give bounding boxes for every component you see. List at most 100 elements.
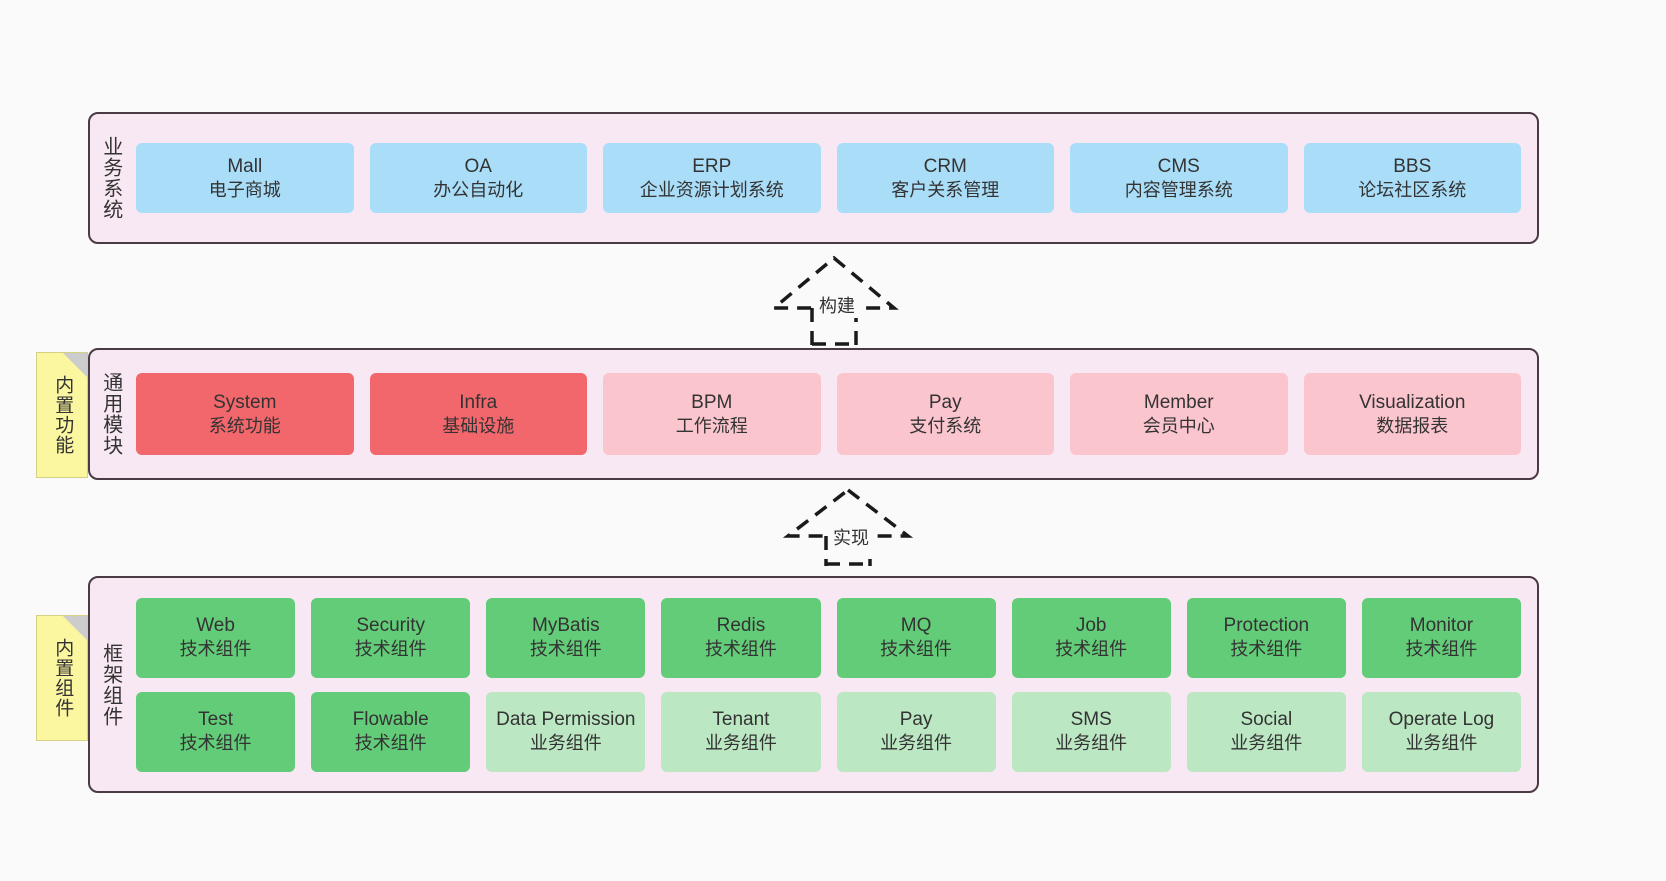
node-subtitle: 技术组件 [880, 639, 953, 660]
node-subtitle: 支付系统 [909, 415, 982, 436]
node-row: Mall 电子商城 OA 办公自动化 ERP 企业资源计划系统 CRM 客户关系… [136, 143, 1521, 213]
node-title: Redis [716, 615, 766, 637]
node-title: SMS [1070, 709, 1112, 731]
node-redis[interactable]: Redis 技术组件 [661, 597, 821, 678]
node-title: BPM [691, 391, 733, 413]
node-visualization[interactable]: Visualization 数据报表 [1303, 373, 1521, 455]
node-web[interactable]: Web 技术组件 [136, 597, 296, 678]
node-subtitle: 技术组件 [529, 639, 602, 660]
node-subtitle: 工作流程 [675, 415, 748, 436]
node-cms[interactable]: CMS 内容管理系统 [1070, 143, 1288, 213]
layer-title-framework: 框架组件 [99, 642, 122, 727]
node-subtitle: 业务组件 [880, 733, 953, 754]
connector-label-implement: 实现 [830, 524, 872, 550]
node-subtitle: 技术组件 [354, 733, 427, 754]
node-mall[interactable]: Mall 电子商城 [136, 143, 354, 213]
node-title: Pay [899, 709, 933, 731]
node-sms[interactable]: SMS 业务组件 [1011, 691, 1171, 772]
sticky-note-builtin-features[interactable]: 内置功能 [36, 352, 88, 478]
node-subtitle: 技术组件 [354, 639, 427, 660]
node-title: Mall [227, 155, 263, 177]
node-row: Web 技术组件 Security 技术组件 MyBatis 技术组件 Redi… [136, 597, 1521, 678]
node-title: Visualization [1359, 391, 1466, 413]
node-subtitle: 电子商城 [208, 179, 281, 200]
layer-title-common: 通用模块 [99, 372, 122, 456]
node-bbs[interactable]: BBS 论坛社区系统 [1303, 143, 1521, 213]
layer-business-systems[interactable]: 业务系统 Mall 电子商城 OA 办公自动化 ERP 企业资源计划系统 CRM… [88, 112, 1539, 244]
node-pay-module[interactable]: Pay 支付系统 [836, 373, 1054, 455]
node-operate-log[interactable]: Operate Log 业务组件 [1361, 691, 1521, 772]
node-system[interactable]: System 系统功能 [136, 373, 354, 455]
node-mq[interactable]: MQ 技术组件 [836, 597, 996, 678]
connector-implement: 实现 [768, 487, 928, 566]
node-pay-component[interactable]: Pay 业务组件 [836, 691, 996, 772]
node-title: Web [196, 615, 235, 637]
layer-body-common: System 系统功能 Infra 基础设施 BPM 工作流程 Pay 支付系统… [130, 350, 1537, 478]
node-title: CRM [923, 155, 967, 177]
node-title: Tenant [712, 709, 770, 731]
layer-framework-components[interactable]: 框架组件 Web 技术组件 Security 技术组件 MyBatis 技术组件… [88, 576, 1539, 793]
node-subtitle: 业务组件 [1230, 733, 1303, 754]
node-title: MQ [900, 615, 932, 637]
node-title: OA [464, 155, 492, 177]
node-subtitle: 技术组件 [704, 639, 777, 660]
node-subtitle: 数据报表 [1376, 415, 1449, 436]
node-row: System 系统功能 Infra 基础设施 BPM 工作流程 Pay 支付系统… [136, 373, 1521, 455]
node-subtitle: 内容管理系统 [1124, 179, 1233, 200]
node-title: Security [356, 615, 425, 637]
node-title: ERP [692, 155, 732, 177]
node-subtitle: 技术组件 [179, 639, 252, 660]
node-monitor[interactable]: Monitor 技术组件 [1361, 597, 1521, 678]
node-subtitle: 会员中心 [1142, 415, 1215, 436]
node-erp[interactable]: ERP 企业资源计划系统 [603, 143, 821, 213]
layer-common-modules[interactable]: 通用模块 System 系统功能 Infra 基础设施 BPM 工作流程 Pay… [88, 348, 1539, 480]
node-title: Data Permission [496, 709, 636, 731]
node-subtitle: 技术组件 [1055, 639, 1128, 660]
node-subtitle: 基础设施 [442, 415, 515, 436]
node-test[interactable]: Test 技术组件 [136, 691, 296, 772]
node-tenant[interactable]: Tenant 业务组件 [661, 691, 821, 772]
node-flowable[interactable]: Flowable 技术组件 [311, 691, 471, 772]
node-job[interactable]: Job 技术组件 [1011, 597, 1171, 678]
node-data-permission[interactable]: Data Permission 业务组件 [486, 691, 646, 772]
node-title: Social [1240, 709, 1293, 731]
sticky-note-label: 内置组件 [52, 638, 74, 718]
node-subtitle: 办公自动化 [433, 179, 524, 200]
node-subtitle: 客户关系管理 [891, 179, 1000, 200]
node-subtitle: 系统功能 [208, 415, 281, 436]
node-row: Test 技术组件 Flowable 技术组件 Data Permission … [136, 691, 1521, 772]
node-title: BBS [1393, 155, 1432, 177]
layer-body-framework: Web 技术组件 Security 技术组件 MyBatis 技术组件 Redi… [130, 578, 1537, 791]
node-subtitle: 业务组件 [704, 733, 777, 754]
node-title: Operate Log [1388, 709, 1495, 731]
node-title: Test [198, 709, 233, 731]
node-subtitle: 技术组件 [179, 733, 252, 754]
node-title: CMS [1157, 155, 1200, 177]
node-protection[interactable]: Protection 技术组件 [1186, 597, 1346, 678]
node-infra[interactable]: Infra 基础设施 [369, 373, 587, 455]
connector-label-build: 构建 [816, 292, 858, 318]
node-member[interactable]: Member 会员中心 [1070, 373, 1288, 455]
node-subtitle: 技术组件 [1230, 639, 1303, 660]
sticky-note-builtin-components[interactable]: 内置组件 [36, 615, 88, 741]
node-title: Member [1143, 391, 1214, 413]
folded-corner-icon [63, 616, 87, 640]
node-crm[interactable]: CRM 客户关系管理 [836, 143, 1054, 213]
node-title: Protection [1223, 615, 1310, 637]
node-subtitle: 业务组件 [1405, 733, 1478, 754]
node-title: MyBatis [532, 615, 600, 637]
node-title: Infra [459, 391, 498, 413]
node-title: Monitor [1409, 615, 1474, 637]
node-title: Job [1075, 615, 1107, 637]
node-oa[interactable]: OA 办公自动化 [369, 143, 587, 213]
node-bpm[interactable]: BPM 工作流程 [603, 373, 821, 455]
node-social[interactable]: Social 业务组件 [1186, 691, 1346, 772]
node-mybatis[interactable]: MyBatis 技术组件 [486, 597, 646, 678]
node-security[interactable]: Security 技术组件 [311, 597, 471, 678]
hollow-triangle-arrowhead-icon [782, 487, 914, 538]
node-title: Flowable [352, 709, 429, 731]
node-subtitle: 业务组件 [1055, 733, 1128, 754]
layer-title-business: 业务系统 [99, 136, 122, 220]
node-subtitle: 技术组件 [1405, 639, 1478, 660]
